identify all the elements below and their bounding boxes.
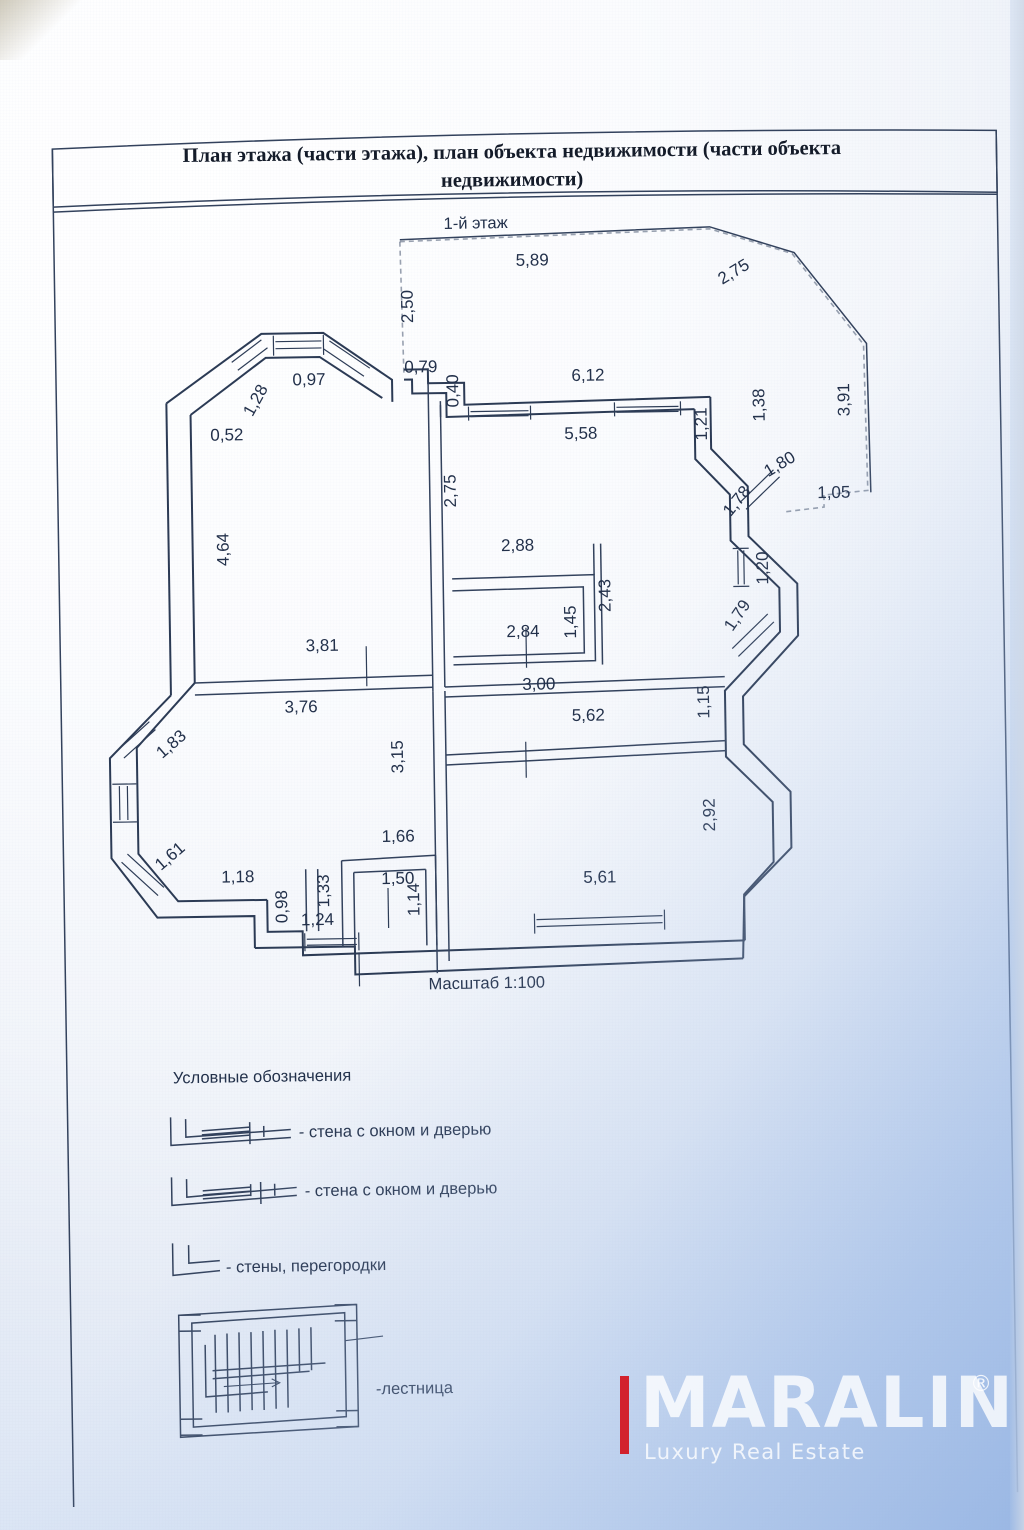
document-paper xyxy=(0,0,1024,1530)
